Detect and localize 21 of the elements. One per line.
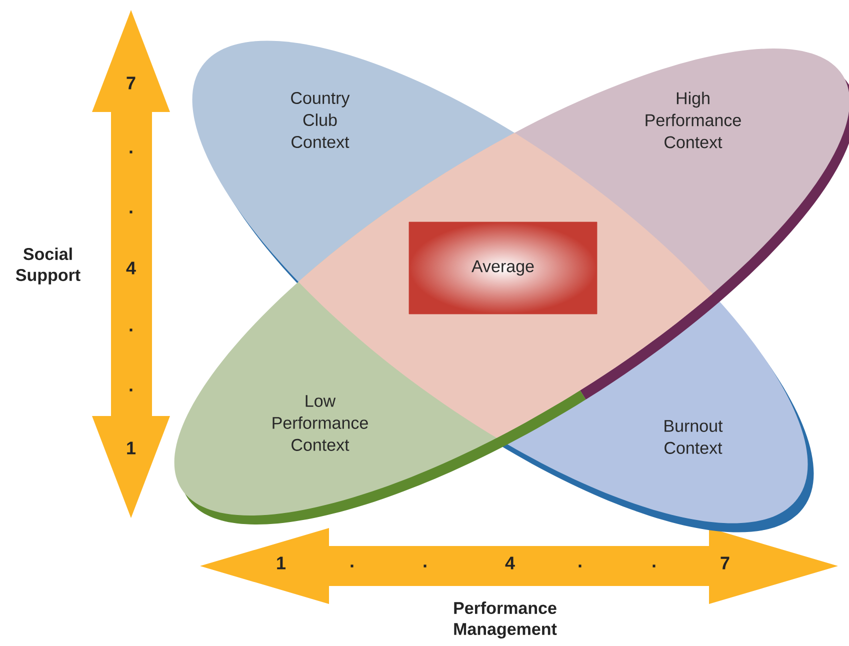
tick-label: 1 xyxy=(127,442,136,454)
tick-label: 4 xyxy=(126,262,136,274)
quadrant-label: High Performance Context xyxy=(646,92,741,148)
tick-label: . xyxy=(350,564,354,568)
tick-label: 1 xyxy=(277,556,286,570)
quadrant-label: Low Performance Context xyxy=(272,395,368,451)
tick-label: 4 xyxy=(505,556,515,570)
tick-label: . xyxy=(578,564,582,568)
axis-title: Performance Management xyxy=(454,602,557,638)
tick-label: . xyxy=(424,564,426,568)
axis-title: Social Support xyxy=(16,248,80,284)
tick-label: . xyxy=(130,210,132,214)
average-box: Average xyxy=(408,222,598,314)
tick-label: . xyxy=(130,388,132,392)
quadrant-label: Burnout Context xyxy=(664,420,723,454)
quadrant-label: Country Club Context xyxy=(291,92,350,148)
tick-label: . xyxy=(130,328,132,332)
tick-label: . xyxy=(652,564,656,568)
tick-label: . xyxy=(130,150,132,154)
tick-label: 7 xyxy=(126,76,136,90)
tick-label: 7 xyxy=(720,556,730,570)
